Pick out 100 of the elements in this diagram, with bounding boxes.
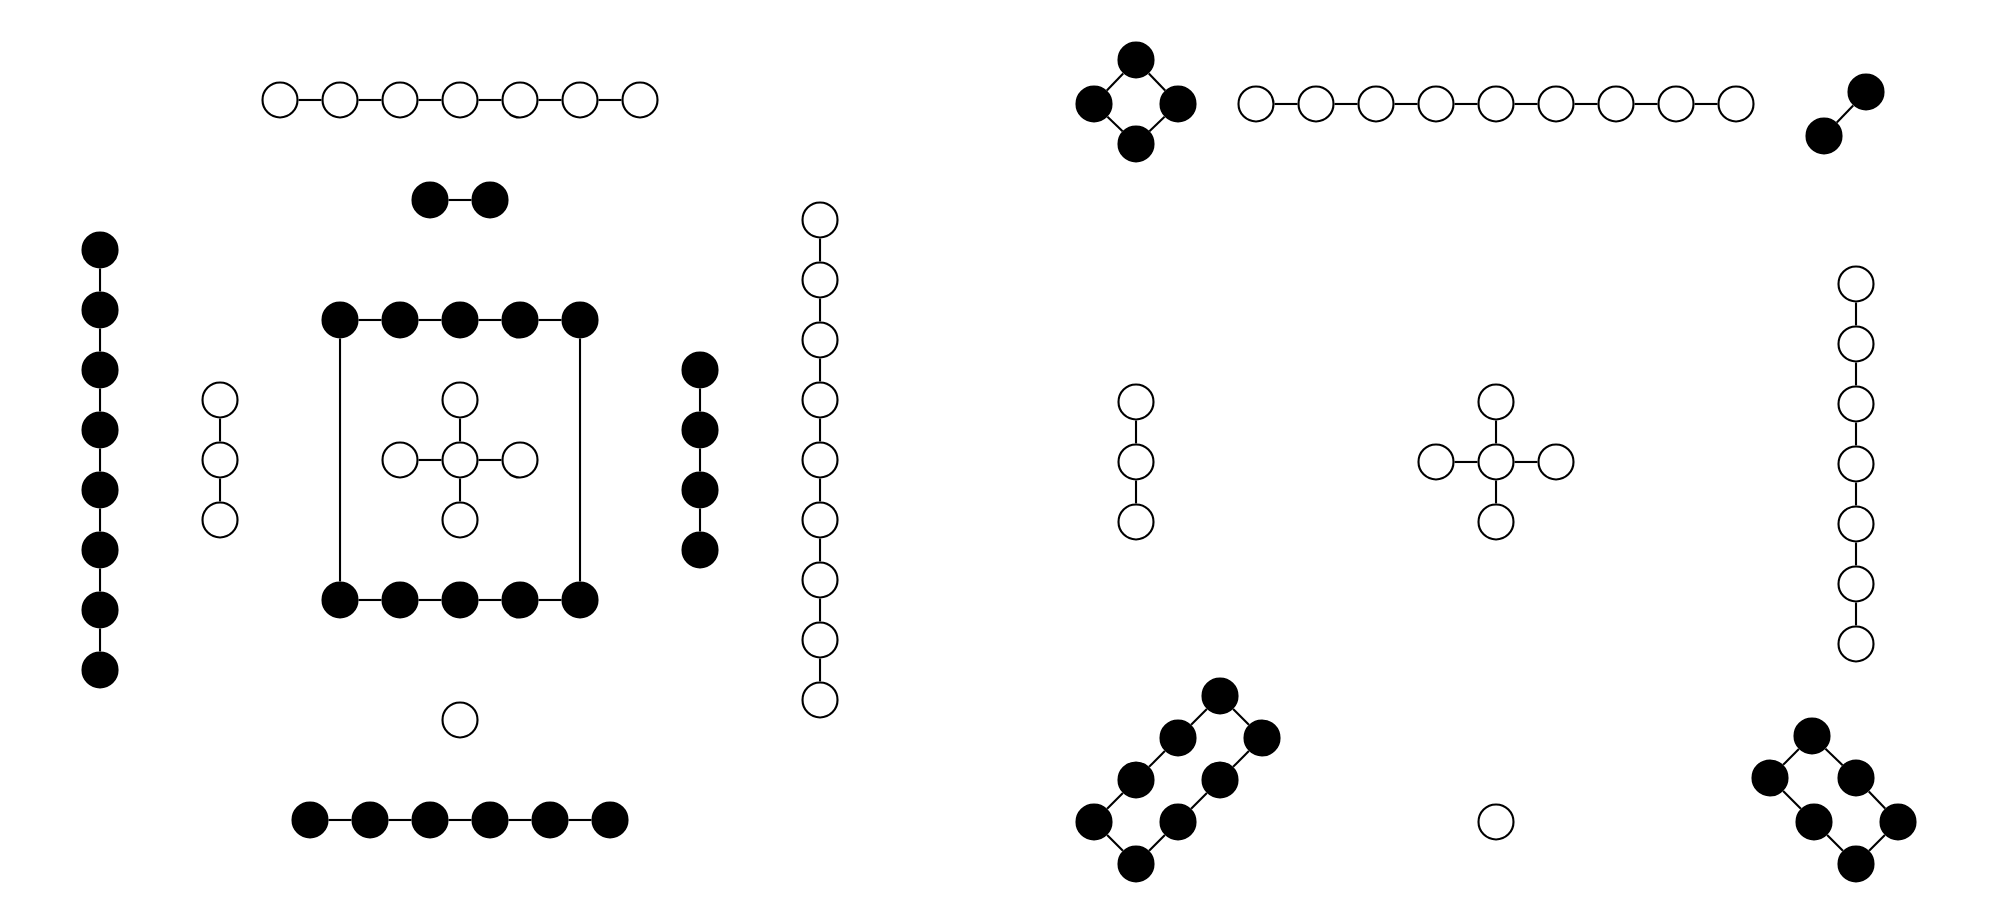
connector-line <box>1854 302 1858 326</box>
open-circle <box>1357 85 1395 123</box>
open-circle <box>1837 505 1875 543</box>
connector-line <box>1148 834 1166 852</box>
filled-circle <box>381 581 419 619</box>
open-circle <box>1417 443 1455 481</box>
connector-line <box>598 98 622 102</box>
connector-line <box>818 538 822 562</box>
filled-circle <box>1243 719 1281 757</box>
connector-line <box>698 388 702 412</box>
filled-circle <box>501 301 539 339</box>
connector-line <box>338 338 342 582</box>
connector-line <box>1694 102 1718 106</box>
connector-line <box>1232 750 1250 768</box>
connector-line <box>1826 834 1844 852</box>
open-circle <box>1537 443 1575 481</box>
open-circle <box>1837 325 1875 363</box>
open-circle <box>441 701 479 739</box>
filled-circle <box>681 351 719 389</box>
connector-line <box>1836 104 1854 124</box>
open-circle <box>1477 443 1515 481</box>
filled-circle <box>471 181 509 219</box>
connector-line <box>298 98 322 102</box>
connector-line <box>358 598 382 602</box>
filled-circle <box>1837 845 1875 883</box>
connector-line <box>508 818 532 822</box>
connector-line <box>818 298 822 322</box>
open-circle <box>1477 383 1515 421</box>
filled-circle <box>321 301 359 339</box>
connector-line <box>538 318 562 322</box>
open-circle <box>321 81 359 119</box>
open-circle <box>801 561 839 599</box>
connector-line <box>1868 790 1886 810</box>
connector-line <box>1854 542 1858 566</box>
open-circle <box>1297 85 1335 123</box>
connector-line <box>1574 102 1598 106</box>
connector-line <box>358 318 382 322</box>
open-circle <box>1477 503 1515 541</box>
open-circle <box>801 321 839 359</box>
connector-line <box>458 478 462 502</box>
connector-line <box>448 818 472 822</box>
connector-line <box>98 628 102 652</box>
filled-circle <box>1751 759 1789 797</box>
open-circle <box>801 681 839 719</box>
connector-line <box>1394 102 1418 106</box>
filled-circle <box>441 581 479 619</box>
filled-circle <box>81 531 119 569</box>
filled-circle <box>681 411 719 449</box>
connector-line <box>98 268 102 292</box>
connector-line <box>388 818 412 822</box>
connector-line <box>218 478 222 502</box>
filled-circle <box>681 471 719 509</box>
connector-line <box>418 458 442 462</box>
filled-circle <box>1117 761 1155 799</box>
connector-line <box>818 598 822 622</box>
filled-circle <box>471 801 509 839</box>
connector-line <box>478 318 502 322</box>
filled-circle <box>81 651 119 689</box>
filled-circle <box>1117 41 1155 79</box>
connector-line <box>1232 708 1250 726</box>
filled-circle <box>291 801 329 839</box>
open-circle <box>1417 85 1455 123</box>
connector-line <box>818 238 822 262</box>
open-circle <box>441 501 479 539</box>
open-circle <box>501 81 539 119</box>
connector-line <box>1782 790 1802 810</box>
open-circle <box>441 441 479 479</box>
connector-line <box>1274 102 1298 106</box>
open-circle <box>1837 565 1875 603</box>
connector-line <box>418 598 442 602</box>
filled-circle <box>81 231 119 269</box>
connector-line <box>538 598 562 602</box>
open-circle <box>801 201 839 239</box>
open-circle <box>1117 383 1155 421</box>
connector-line <box>1634 102 1658 106</box>
connector-line <box>478 98 502 102</box>
connector-line <box>818 358 822 382</box>
filled-circle <box>561 301 599 339</box>
filled-circle <box>591 801 629 839</box>
open-circle <box>1117 443 1155 481</box>
connector-line <box>1454 102 1478 106</box>
open-circle <box>201 381 239 419</box>
connector-line <box>1854 482 1858 506</box>
connector-line <box>1106 72 1124 92</box>
connector-line <box>1854 422 1858 446</box>
connector-line <box>1190 708 1208 726</box>
open-circle <box>801 261 839 299</box>
connector-line <box>98 568 102 592</box>
connector-line <box>538 98 562 102</box>
filled-circle <box>1201 761 1239 799</box>
connector-line <box>698 448 702 472</box>
filled-circle <box>411 801 449 839</box>
filled-circle <box>1159 719 1197 757</box>
filled-circle <box>411 181 449 219</box>
connector-line <box>578 338 582 582</box>
filled-circle <box>1879 803 1917 841</box>
connector-line <box>1106 116 1124 132</box>
connector-line <box>478 458 502 462</box>
connector-line <box>98 388 102 412</box>
filled-circle <box>81 591 119 629</box>
